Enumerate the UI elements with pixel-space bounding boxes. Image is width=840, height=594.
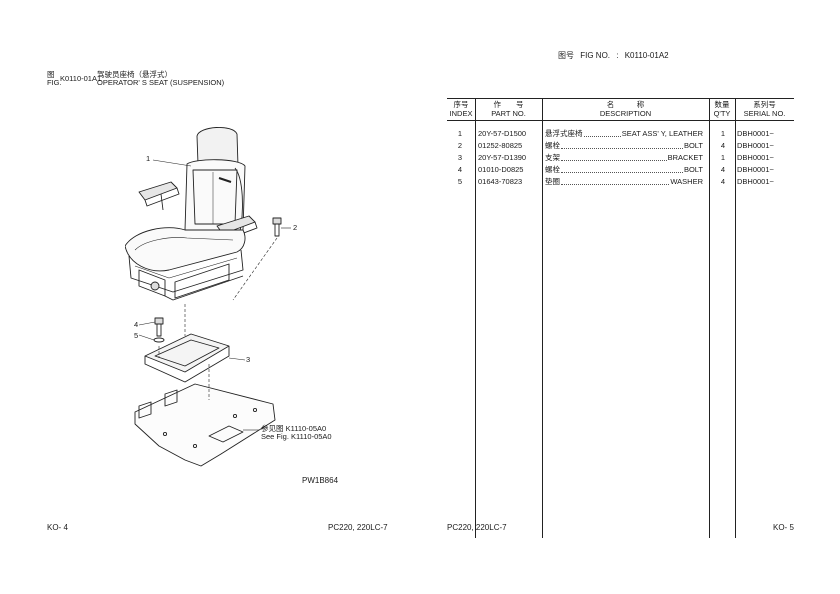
callout-1: 1 [146, 154, 151, 163]
reference-note-en: See Fig. K1110-05A0 [261, 432, 332, 441]
left-page-number: KO- 4 [47, 523, 68, 532]
header-part-no: 作 号 PART NO. [491, 100, 526, 118]
fig-label-en: FIG. [47, 78, 62, 87]
reference-note-zh: 参见图 K1110-05A0 [261, 424, 327, 433]
header-divider [447, 120, 794, 121]
fig-code: K0110-01A1 [60, 74, 102, 83]
col-divider [542, 99, 543, 538]
right-page-number: KO- 5 [773, 523, 794, 532]
callout-5: 5 [134, 331, 139, 340]
col-divider [475, 99, 476, 538]
fig-label: 图 FIG. [47, 71, 62, 87]
header-serial: 系列号 SERIAL NO. [743, 100, 786, 118]
illustration-code: PW1B864 [302, 476, 339, 485]
left-model: PC220, 220LC-7 [328, 523, 388, 532]
col-divider [709, 99, 710, 538]
header-qty: 数量 Q'TY [713, 100, 731, 118]
figure-title-zh: 驾驶员座椅（悬浮式） [97, 70, 172, 79]
parts-table: 序号 INDEX 作 号 PART NO. 名 称 DESCRIPTION 数量… [447, 98, 794, 538]
fig-no-sep: : [616, 51, 619, 60]
fig-no: 图号 FIG NO. : K0110-01A2 [558, 50, 673, 61]
fig-no-label-zh: 图号 [558, 51, 574, 60]
figure-title: 驾驶员座椅（悬浮式） OPERATOR' S SEAT (SUSPENSION) [97, 71, 224, 87]
callout-4: 4 [134, 320, 139, 329]
figure-title-en: OPERATOR' S SEAT (SUSPENSION) [97, 78, 225, 87]
reference-note: 参见图 K1110-05A0 See Fig. K1110-05A0 [261, 425, 332, 441]
right-model: PC220, 220LC-7 [447, 523, 507, 532]
col-divider [735, 99, 736, 538]
fig-no-label-en: FIG NO. [580, 51, 611, 60]
fig-label-zh: 图 [47, 70, 55, 79]
fig-no-code: K0110-01A2 [624, 51, 669, 60]
callout-2: 2 [293, 223, 298, 232]
callout-3: 3 [246, 355, 251, 364]
header-description: 名 称 DESCRIPTION [599, 100, 652, 118]
seat-exploded-illustration [125, 127, 291, 467]
header-index: 序号 INDEX [449, 100, 473, 118]
